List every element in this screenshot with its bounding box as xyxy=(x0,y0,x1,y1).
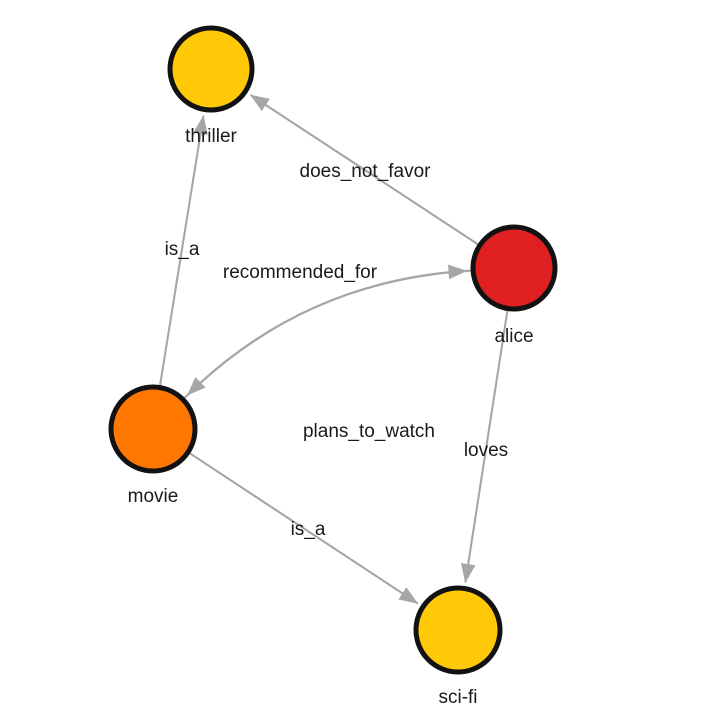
node-labels-layer: thriller alice movie sci-fi xyxy=(128,126,534,708)
node-label-thriller: thriller xyxy=(185,126,237,147)
graph-node-sci-fi[interactable] xyxy=(413,585,503,675)
edge-label: loves xyxy=(464,440,508,461)
node-label-sci-fi: sci-fi xyxy=(438,687,477,708)
edge-labels-layer: does_not_favor is_a recommended_for plans_t… xyxy=(165,161,509,540)
node-label-alice: alice xyxy=(494,326,533,347)
graph-node-thriller[interactable] xyxy=(167,25,255,113)
edge-label: plans_to_watch xyxy=(303,421,435,442)
edge-label: is_a xyxy=(165,239,200,260)
nodes-layer xyxy=(108,25,558,675)
edge-label: is_a xyxy=(291,519,326,540)
graph-edge xyxy=(250,94,479,245)
graph-edge xyxy=(186,269,472,396)
graph-edge xyxy=(159,115,208,386)
edges-layer xyxy=(159,94,509,605)
graph-node-movie[interactable] xyxy=(108,384,198,474)
edge-label: does_not_favor xyxy=(300,161,432,182)
node-label-movie: movie xyxy=(128,486,179,507)
edge-label: recommended_for xyxy=(223,262,378,283)
graph-node-alice[interactable] xyxy=(470,224,558,312)
graph-edge xyxy=(184,264,468,399)
graph-edge xyxy=(189,452,419,605)
graph-edge xyxy=(460,310,509,583)
